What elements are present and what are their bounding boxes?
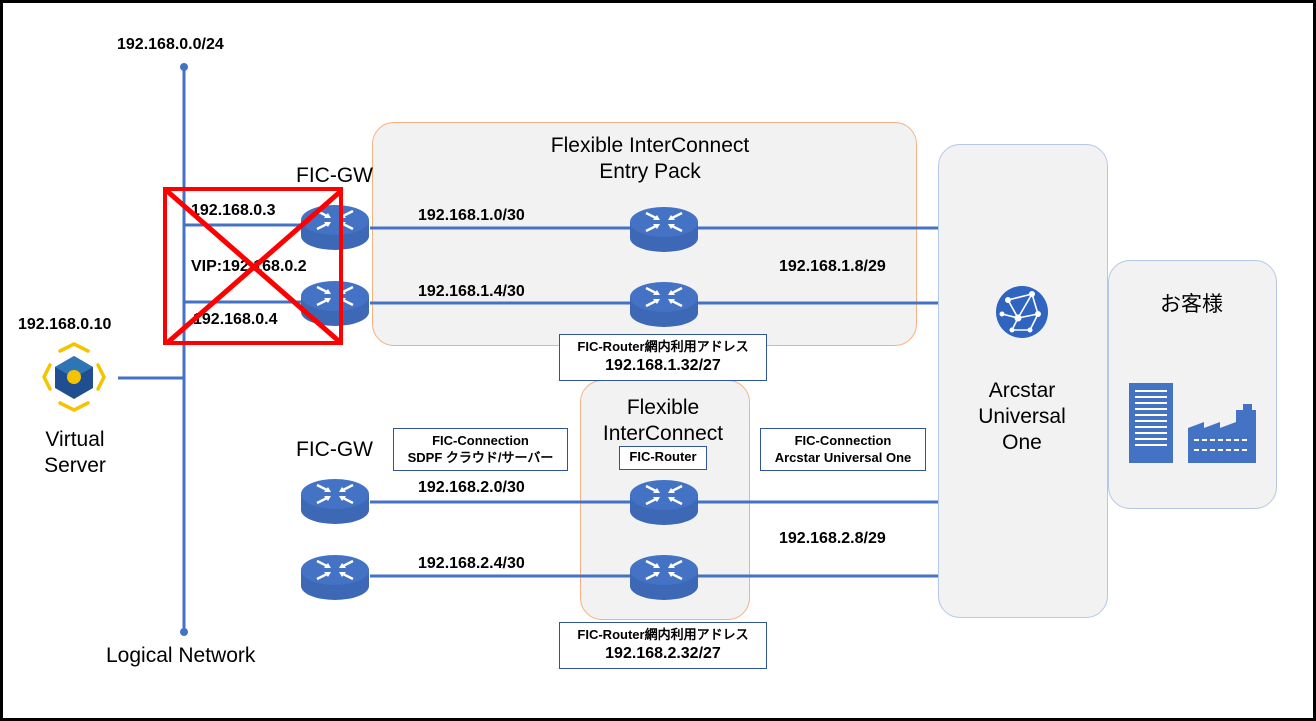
fic-title-line2: InterConnect	[602, 422, 724, 445]
link-2-label: 192.168.1.4/30	[418, 283, 525, 300]
arcstar-box	[938, 144, 1108, 618]
gw-ip-a: 192.168.0.3	[191, 202, 276, 219]
router-icon	[628, 280, 700, 329]
virtual-server-icon	[42, 342, 106, 412]
logical-network-label: Logical Network	[106, 644, 256, 667]
server-label: Virtual Server	[30, 427, 120, 479]
link-4-label: 192.168.2.4/30	[418, 555, 525, 572]
router-address-note-1-title: FIC-Router網内利用アドレス	[577, 339, 749, 354]
entry-pack-title: Flexible InterConnect Entry Pack	[500, 133, 800, 185]
fic-title-line1: Flexible	[626, 396, 700, 419]
server-label-line2: Server	[44, 454, 106, 477]
entry-pack-title-line1: Flexible InterConnect	[550, 134, 750, 157]
globe-network-icon	[996, 286, 1048, 338]
router-icon	[628, 478, 700, 527]
fic-gw-label-bottom: FIC-GW	[296, 438, 373, 461]
entry-pack-title-line2: Entry Pack	[599, 160, 701, 183]
router-icon	[628, 553, 700, 602]
router-address-note-1-value: 192.168.1.32/27	[605, 357, 721, 374]
factory-icon	[1188, 404, 1256, 463]
bus-bottom-dot	[180, 628, 188, 636]
office-building-icon	[1129, 383, 1173, 463]
bus-top-dot	[180, 63, 188, 71]
removed-cross-mark	[163, 187, 343, 345]
arcstar-title: Arcstar Universal One	[950, 378, 1094, 456]
server-ip: 192.168.0.10	[18, 316, 112, 333]
arcstar-subnet-1: 192.168.1.8/29	[779, 258, 886, 275]
arcstar-title-line2: Universal	[978, 405, 1066, 428]
connection-sdpf-note: FIC-Connection SDPF クラウド/サーバー	[393, 428, 568, 471]
fic-gw-label-top: FIC-GW	[296, 164, 373, 187]
connection-arcstar-note: FIC-Connection Arcstar Universal One	[760, 428, 926, 471]
router-icon	[628, 205, 700, 254]
router-address-note-2-value: 192.168.2.32/27	[605, 645, 721, 662]
server-label-line1: Virtual	[45, 428, 105, 451]
arcstar-subnet-2: 192.168.2.8/29	[779, 530, 886, 547]
connection-arcstar-line1: FIC-Connection	[794, 433, 892, 448]
gw-vip: VIP:192.168.0.2	[191, 258, 307, 275]
fic-title: Flexible InterConnect	[583, 395, 743, 447]
connection-sdpf-line2: SDPF クラウド/サーバー	[407, 450, 554, 465]
router-address-note-2-title: FIC-Router網内利用アドレス	[577, 627, 749, 642]
link-1-label: 192.168.1.0/30	[418, 207, 525, 224]
gw-ip-b: 192.168.0.4	[193, 311, 278, 328]
arcstar-title-line3: One	[1002, 431, 1042, 454]
connection-sdpf-line1: FIC-Connection	[432, 433, 529, 448]
fic-router-note: FIC-Router	[619, 446, 707, 470]
router-icon	[299, 553, 371, 602]
customer-label: お客様	[1160, 293, 1223, 316]
arcstar-title-line1: Arcstar	[988, 379, 1056, 402]
router-icon	[299, 477, 371, 526]
router-address-note-1: FIC-Router網内利用アドレス 192.168.1.32/27	[559, 334, 767, 381]
link-3-label: 192.168.2.0/30	[418, 479, 525, 496]
router-address-note-2: FIC-Router網内利用アドレス 192.168.2.32/27	[559, 622, 767, 669]
connection-arcstar-line2: Arcstar Universal One	[774, 450, 912, 465]
subnet-label: 192.168.0.0/24	[117, 36, 224, 53]
